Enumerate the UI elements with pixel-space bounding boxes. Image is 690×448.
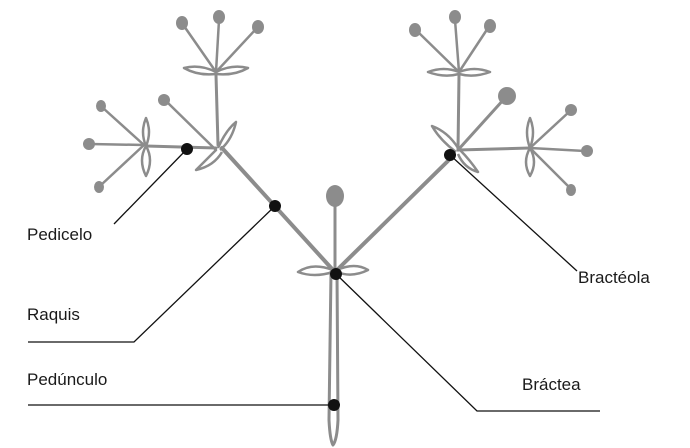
bracteole-left-1 — [216, 120, 238, 151]
bud-rl-3 — [566, 184, 576, 196]
bracteole-right-6 — [524, 147, 536, 178]
right-upper-axis — [456, 73, 461, 152]
label-raquis: Raquis — [27, 305, 80, 324]
left-lateral-axis — [144, 144, 218, 150]
dot-bracteola — [444, 149, 456, 161]
bud-ll-1 — [96, 100, 106, 112]
dot-raquis — [269, 200, 281, 212]
bracteole-left-3 — [182, 65, 217, 76]
left-lateral-pedicel-1 — [101, 106, 146, 147]
dot-pedunculo — [328, 399, 340, 411]
label-pedicelo: Pedicelo — [27, 225, 93, 244]
right-lateral-pedicel-3 — [528, 146, 572, 190]
left-upper-pedicel-3 — [214, 27, 258, 74]
bud-lu-2 — [213, 10, 225, 24]
dot-pedicelo — [181, 143, 193, 155]
bracteole-right-1 — [430, 124, 460, 153]
leader-pedicelo — [113, 148, 188, 225]
left-lateral-pedicel-2 — [88, 142, 146, 147]
right-lateral-pedicel-1 — [528, 110, 571, 150]
right-lateral-axis — [456, 146, 532, 152]
bud-ru-2 — [449, 10, 461, 24]
bud-ll-2 — [83, 138, 95, 150]
bract-main-left — [296, 265, 334, 277]
bracteole-left-2 — [194, 149, 224, 172]
label-bracteola: Bractéola — [578, 268, 650, 287]
bud-lu-3 — [252, 20, 264, 34]
peduncle-stalk — [327, 270, 340, 447]
bract-main-right — [336, 264, 370, 276]
bracteole-right-3 — [426, 67, 460, 77]
leader-bracteola — [449, 154, 578, 272]
bud-ru-4 — [498, 87, 516, 105]
bracteole-right-2 — [456, 149, 480, 174]
left-lateral-pedicel-3 — [99, 143, 146, 187]
right-lateral-pedicel-2 — [528, 146, 587, 153]
bud-ru-3 — [484, 19, 496, 33]
bracteole-right-5 — [525, 116, 535, 149]
bud-lu-1 — [176, 16, 188, 30]
leader-bractea — [335, 273, 600, 412]
bracteole-left-6 — [140, 145, 152, 178]
label-pedunculo: Pedúnculo — [27, 370, 108, 389]
left-upper-pedicel-2 — [214, 18, 221, 74]
bud-ru-1 — [409, 23, 421, 37]
rachis-right — [335, 153, 456, 272]
label-bractea: Bráctea — [522, 375, 581, 394]
bracteole-right-4 — [458, 67, 492, 77]
bud-central — [326, 185, 344, 207]
bud-ll-3 — [94, 181, 104, 193]
right-upper-pedicel-4 — [456, 96, 507, 152]
bud-rl-2 — [581, 145, 593, 157]
bracteole-left-5 — [141, 116, 151, 147]
right-upper-pedicel-3 — [457, 26, 490, 74]
right-upper-pedicel-1 — [416, 30, 461, 74]
left-upper-pedicel-4 — [166, 101, 218, 152]
right-upper-pedicel-2 — [453, 18, 461, 74]
leader-raquis — [28, 205, 276, 343]
left-upper-axis — [214, 73, 220, 147]
bud-lu-4 — [158, 94, 170, 106]
left-upper-pedicel-1 — [182, 24, 218, 74]
bud-rl-1 — [565, 104, 577, 116]
dot-bractea — [330, 268, 342, 280]
bracteole-left-4 — [215, 65, 250, 76]
